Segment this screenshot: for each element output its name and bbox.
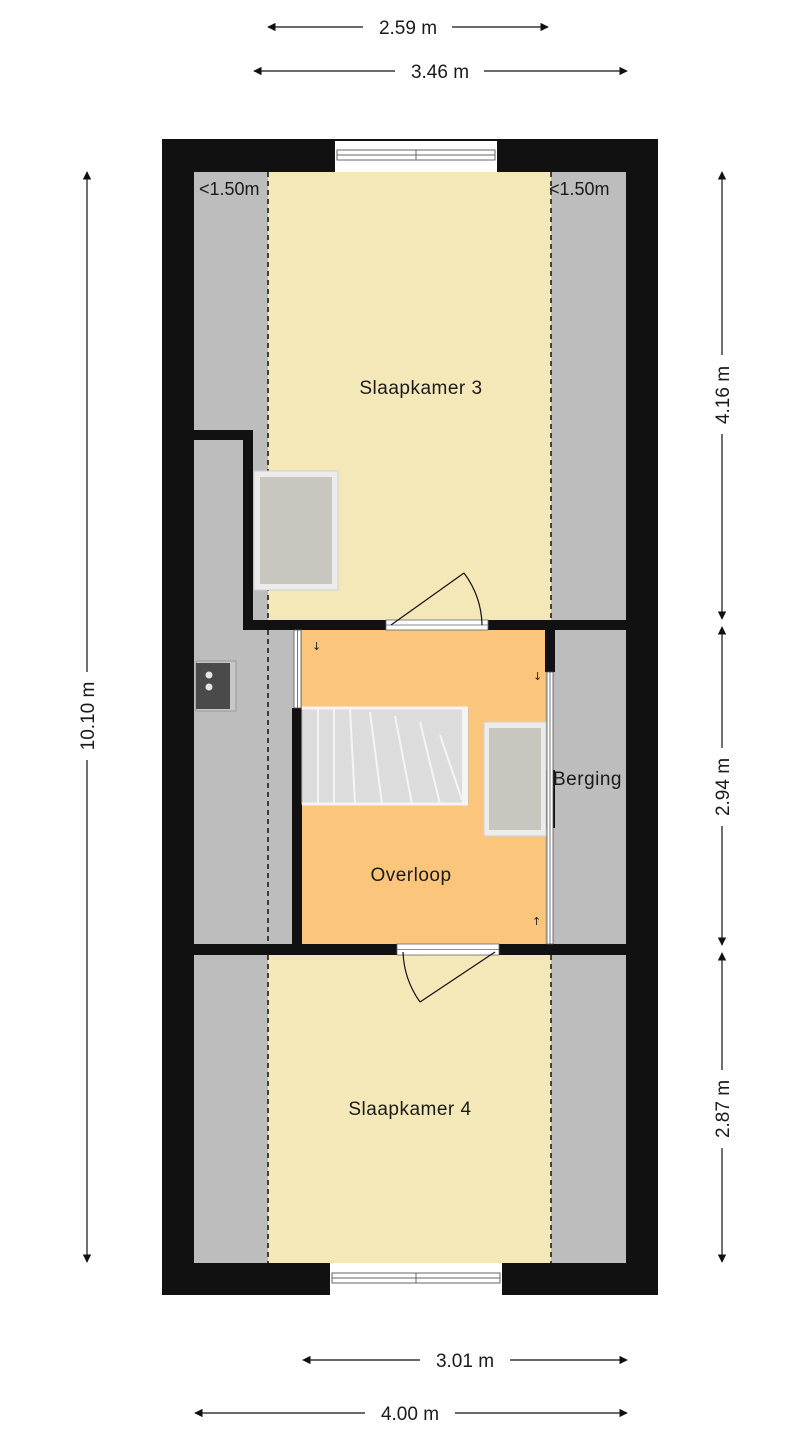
stair-arrow-down-right: ↓ <box>533 670 542 683</box>
door-slaapkamer-4[interactable] <box>396 943 500 1003</box>
skylight-slaapkamer-3 <box>253 470 339 591</box>
dimension-right-overloop-label: 2.94 m <box>713 758 734 816</box>
landing-left-grey-strip <box>252 630 294 944</box>
dimension-bottom-inner: 3.01 m <box>302 1351 628 1372</box>
wall-closet-top <box>194 430 252 440</box>
window-bottom <box>330 1263 502 1295</box>
stair-arrow-up-right: ↑ <box>532 915 541 928</box>
dimension-right-slaapkamer-3: 4.16 m <box>713 171 734 620</box>
dimension-top-inner-label: 2.59 m <box>379 18 437 39</box>
berging-sliding-door[interactable] <box>546 671 554 945</box>
wall-closet-vertical <box>243 430 253 630</box>
slaapkamer-4-floor <box>268 955 551 1263</box>
low-ceiling-note-right: <1.50m <box>549 179 610 199</box>
dimension-bottom-inner-label: 3.01 m <box>436 1351 494 1372</box>
wall-landing-left <box>292 708 302 944</box>
dimension-top-outer-label: 3.46 m <box>411 62 469 83</box>
dimension-left-total: 10.10 m <box>78 171 99 1263</box>
low-ceiling-note-left: <1.50m <box>199 179 260 199</box>
skylight-overloop <box>483 721 547 837</box>
dimension-right-slaapkamer-3-label: 4.16 m <box>713 366 734 424</box>
window-top <box>335 141 497 172</box>
dimension-top-outer: 3.46 m <box>253 62 628 83</box>
boiler-unit <box>195 660 237 712</box>
dimension-top-inner: 2.59 m <box>267 18 549 39</box>
staircase <box>301 706 469 806</box>
room-label-berging: Berging <box>553 769 622 790</box>
dimension-right-overloop: 2.94 m <box>713 626 734 946</box>
room-label-overloop: Overloop <box>370 865 451 886</box>
dimension-right-slaapkamer-4-label: 2.87 m <box>713 1080 734 1138</box>
landing-railing <box>293 629 302 709</box>
dimension-bottom-outer-label: 4.00 m <box>381 1404 439 1425</box>
door-slaapkamer-3[interactable] <box>385 572 489 631</box>
dimension-right-slaapkamer-4: 2.87 m <box>713 952 734 1263</box>
room-label-slaapkamer-3: Slaapkamer 3 <box>359 378 482 399</box>
stair-arrow-down-left: ↓ <box>312 640 321 653</box>
wall-berging-top <box>545 630 555 672</box>
dimension-left-total-label: 10.10 m <box>78 682 99 751</box>
dimension-bottom-outer: 4.00 m <box>194 1404 628 1425</box>
room-label-slaapkamer-4: Slaapkamer 4 <box>348 1099 471 1120</box>
